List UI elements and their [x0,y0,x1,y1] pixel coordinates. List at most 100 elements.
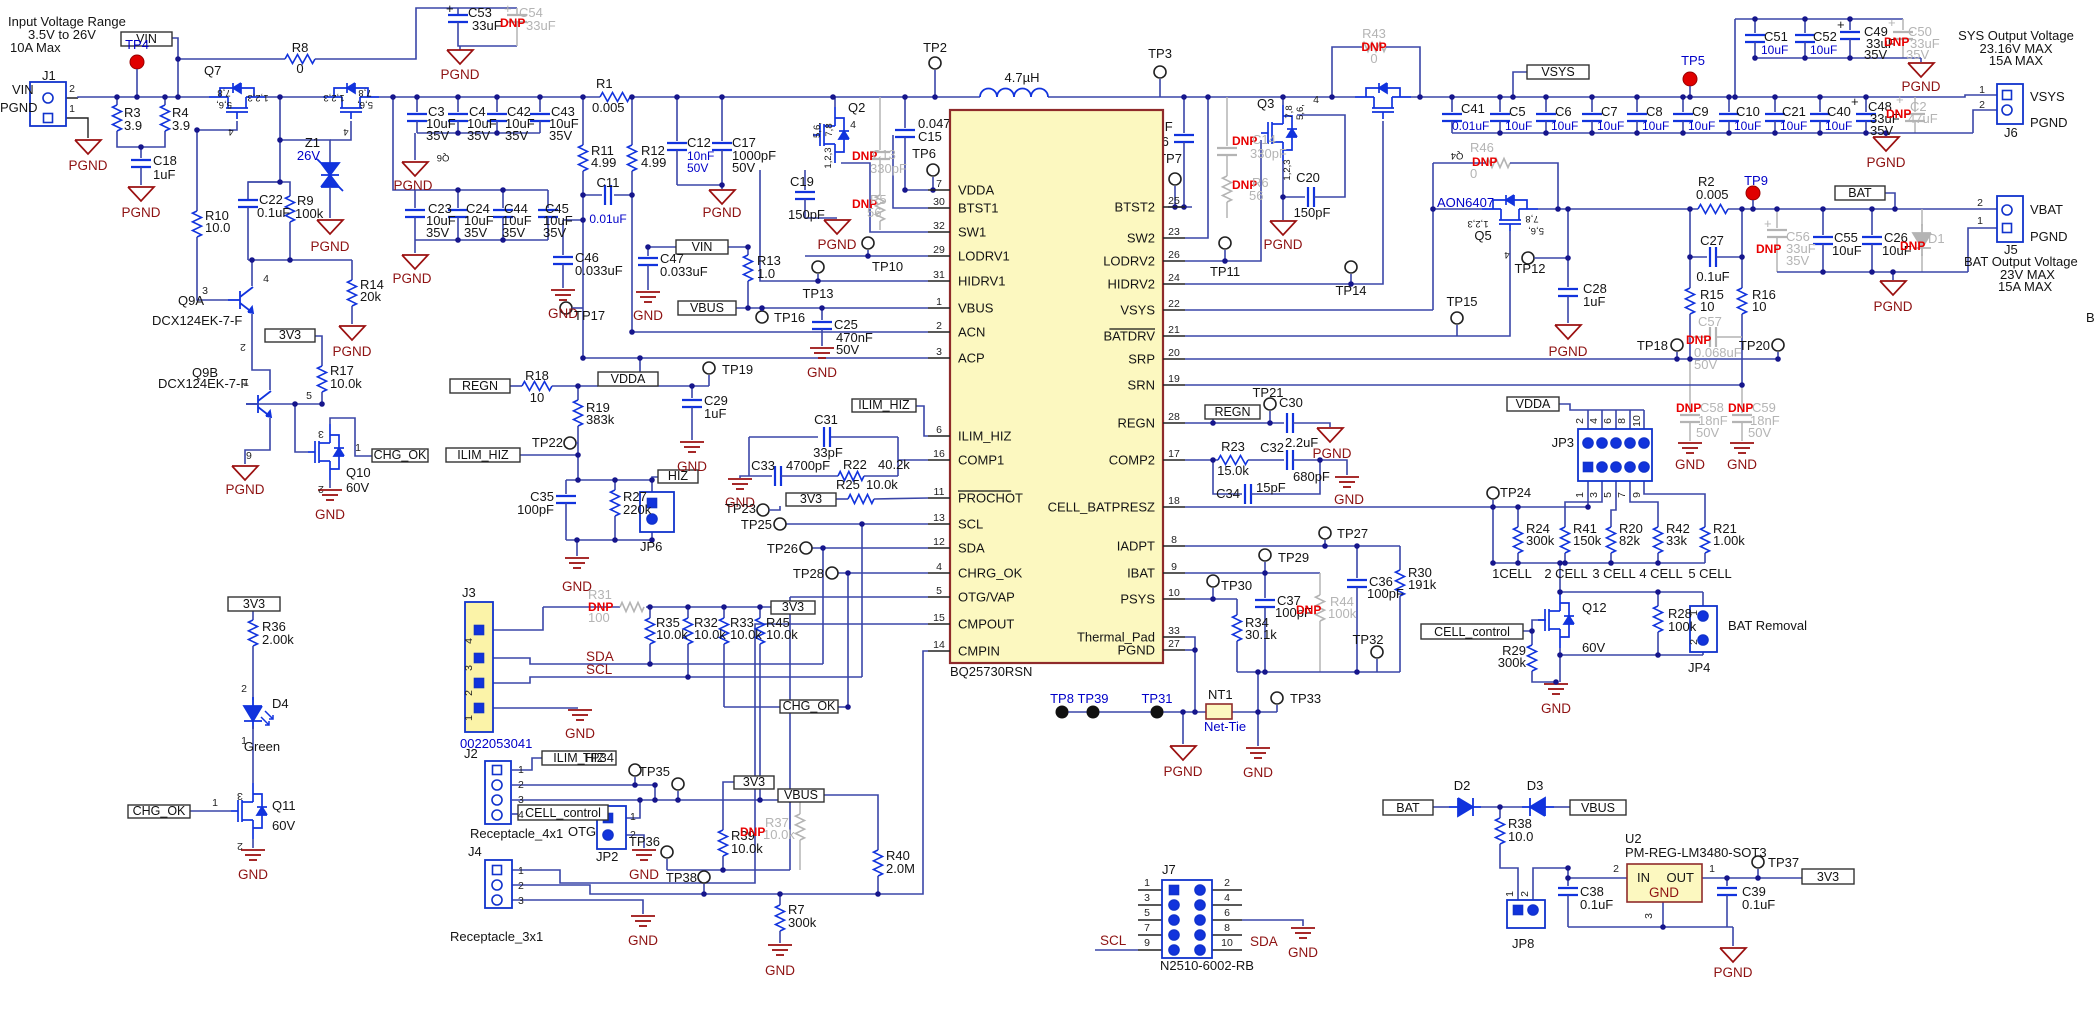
junction-dot [685,604,691,610]
text-label: GND [1334,492,1364,507]
pgnd-symbol [1554,324,1583,341]
text-label: 4 CELL [1639,566,1682,581]
resistor [608,489,622,517]
junction-dot [1847,16,1853,22]
text-label: 3 [1643,913,1655,919]
text-label: J2 [464,746,478,761]
ic-pin-number: 9 [1171,561,1177,573]
text-label: R41 [1573,521,1597,536]
junction-dot [647,661,653,667]
junction-dot [1180,709,1186,715]
text-label: PGND [440,67,479,82]
text-label: R14 [360,277,384,292]
text-label: 4 [463,638,475,644]
led-arrow [269,715,274,720]
text-label: D3 [1527,778,1544,793]
text-label: 33k [1666,533,1687,548]
text-label: Q5 [1474,228,1491,243]
wire [1297,114,1346,198]
text-label: 33uF [1866,36,1896,51]
junction-dot [494,94,500,100]
text-label: PGND [2030,115,2068,130]
ic-pin-name: HIDRV1 [958,274,1005,289]
text-label: DNP [1232,178,1257,192]
junction-dot [1863,130,1869,136]
text-label: 0.01uF [589,212,626,226]
ic-pin-number: 14 [933,639,945,651]
junction-dot [932,94,938,100]
connector-pin [491,879,503,891]
text-label: 35V [1906,47,1929,62]
mosfet [209,82,265,119]
junction-dot [414,94,420,100]
text-label: 1.0 [757,266,775,281]
ic-pin-name: OTG/VAP [958,590,1015,605]
connector-pin [42,92,54,104]
text-label: TP38 [666,870,697,885]
net-label-box [127,804,191,819]
net-label-box [227,596,281,612]
text-label: 0.033uF [660,264,708,279]
pgnd-symbol [1879,280,1908,297]
net-label: REGN [462,379,498,393]
text-label: 10uF [1642,119,1669,133]
resistor-dnp [1220,175,1234,203]
text-label: 33uF [1786,241,1816,256]
wire [1532,867,1569,904]
connector-pin [1194,929,1206,941]
connector-pin [491,864,503,876]
junction-dot [1562,560,1568,566]
ic-pin-number: 15 [933,612,945,624]
ic-pin-number: 2 [936,320,942,332]
junction-dot [1255,669,1261,675]
text-label: 2 [240,341,246,353]
wire [873,497,929,500]
text-label: C48 [1868,99,1892,114]
text-label: 3.9 [172,118,190,133]
text-label: R40 [886,848,910,863]
junction-dot [719,94,725,100]
text-label: OUT [1667,870,1695,885]
text-label: 1 [1504,891,1516,897]
junction-dot [745,244,751,250]
wire [77,96,209,98]
text-label: 56 [867,205,881,220]
junction-dot [1687,254,1693,260]
junction-dot [1755,875,1761,881]
text-label: C6 [1555,104,1572,119]
text-label: + [504,1,512,16]
text-label: SDA [1250,934,1278,949]
text-label: C36 [1369,574,1393,589]
testpoint [1218,236,1232,250]
text-label: C44 [504,201,528,216]
text-label: R45 [766,615,790,630]
text-label: 3 [1588,492,1600,498]
text-label: 4.99 [591,155,616,170]
junction-dot [721,604,727,610]
junction-dot [175,56,181,62]
text-label: 6 [246,449,252,461]
wire [916,405,928,437]
testpoint [928,56,942,70]
junction-dot [629,192,635,198]
text-label: C5 [1509,104,1526,119]
text-label: 10 [1700,299,1714,314]
text-label: 1 [463,715,475,721]
inductor [979,87,1049,98]
text-label: 26V [297,148,320,163]
diode [242,697,263,729]
text-label: 470nF [836,330,873,345]
ic-pin-name: SRN [1128,378,1155,393]
text-label: 1uF [153,167,175,182]
text-label: Q4 [1451,150,1464,161]
resistor [1683,287,1697,315]
text-label: TP9 [1744,173,1768,188]
text-label: DNP [1676,401,1701,415]
text-label: 2 [518,779,524,791]
text-label: GND [1727,457,1757,472]
text-label: 1uF [1583,294,1605,309]
text-label: 5 [1602,492,1614,498]
connector-pin [491,809,503,821]
ic-pin-number: 4 [936,561,942,573]
pgnd-symbol [401,254,430,271]
